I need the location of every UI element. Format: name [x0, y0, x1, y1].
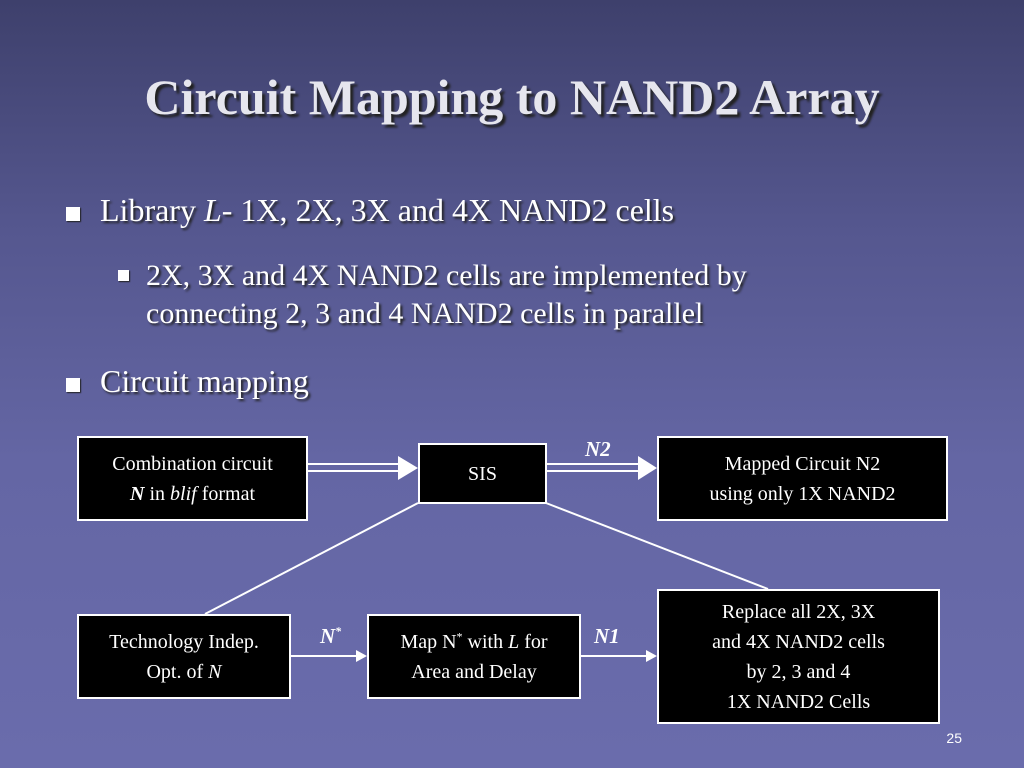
text: Mapped Circuit N2 — [724, 452, 881, 475]
text: L — [508, 630, 520, 653]
text: in — [144, 482, 171, 505]
text: by 2, 3 and 4 — [746, 660, 851, 683]
tech-indep-box: Technology Indep. Opt. of N — [77, 614, 291, 699]
text: N — [130, 482, 145, 505]
text: Technology Indep. — [109, 630, 259, 653]
text: blif — [170, 482, 197, 505]
label-n1: N1 — [594, 624, 620, 648]
text: Map N — [400, 630, 457, 653]
label-nstar: N* — [320, 624, 341, 649]
bullet-icon — [66, 207, 80, 221]
sub-bullet-icon — [118, 270, 129, 281]
page-number: 25 — [946, 730, 962, 746]
text: N — [320, 624, 336, 648]
text: * — [335, 624, 342, 638]
text: Replace all 2X, 3X — [721, 600, 876, 623]
map-box: Map N* with L for Area and Delay — [367, 614, 581, 699]
text: L — [203, 192, 222, 228]
label-n2: N2 — [585, 437, 611, 461]
text: 2X, 3X and 4X NAND2 cells are implemente… — [146, 259, 747, 292]
text: and 4X NAND2 cells — [712, 630, 885, 653]
text: Area and Delay — [411, 660, 537, 683]
slide-title: Circuit Mapping to NAND2 Array — [144, 69, 880, 125]
mapped-circuit-box: Mapped Circuit N2 using only 1X NAND2 — [657, 436, 948, 521]
text: using only 1X NAND2 — [709, 482, 896, 505]
text: 1X NAND2 Cells — [726, 690, 871, 713]
replace-box: Replace all 2X, 3X and 4X NAND2 cells by 2… — [657, 589, 940, 724]
bullet-icon — [66, 378, 80, 392]
text: Combination circuit — [112, 452, 273, 475]
text: SIS — [468, 462, 497, 485]
bullet-library: Library L- 1X, 2X, 3X and 4X NAND2 cells — [100, 192, 674, 229]
text: Library — [100, 192, 204, 228]
text: for — [519, 630, 548, 653]
text: - 1X, 2X, 3X and 4X NAND2 cells — [221, 192, 675, 228]
sub-bullet: 2X, 3X and 4X NAND2 cells are implemente… — [146, 257, 747, 333]
text: connecting 2, 3 and 4 NAND2 cells in par… — [146, 297, 704, 330]
bullet-circuit-mapping: Circuit mapping — [100, 363, 309, 399]
text: Opt. of — [146, 660, 209, 683]
text: N — [208, 660, 222, 683]
text: with — [462, 630, 509, 653]
text: format — [196, 482, 255, 505]
combination-circuit-box: Combination circuit N in blif format — [77, 436, 308, 521]
sis-box: SIS — [418, 443, 547, 504]
text: * — [456, 628, 463, 643]
